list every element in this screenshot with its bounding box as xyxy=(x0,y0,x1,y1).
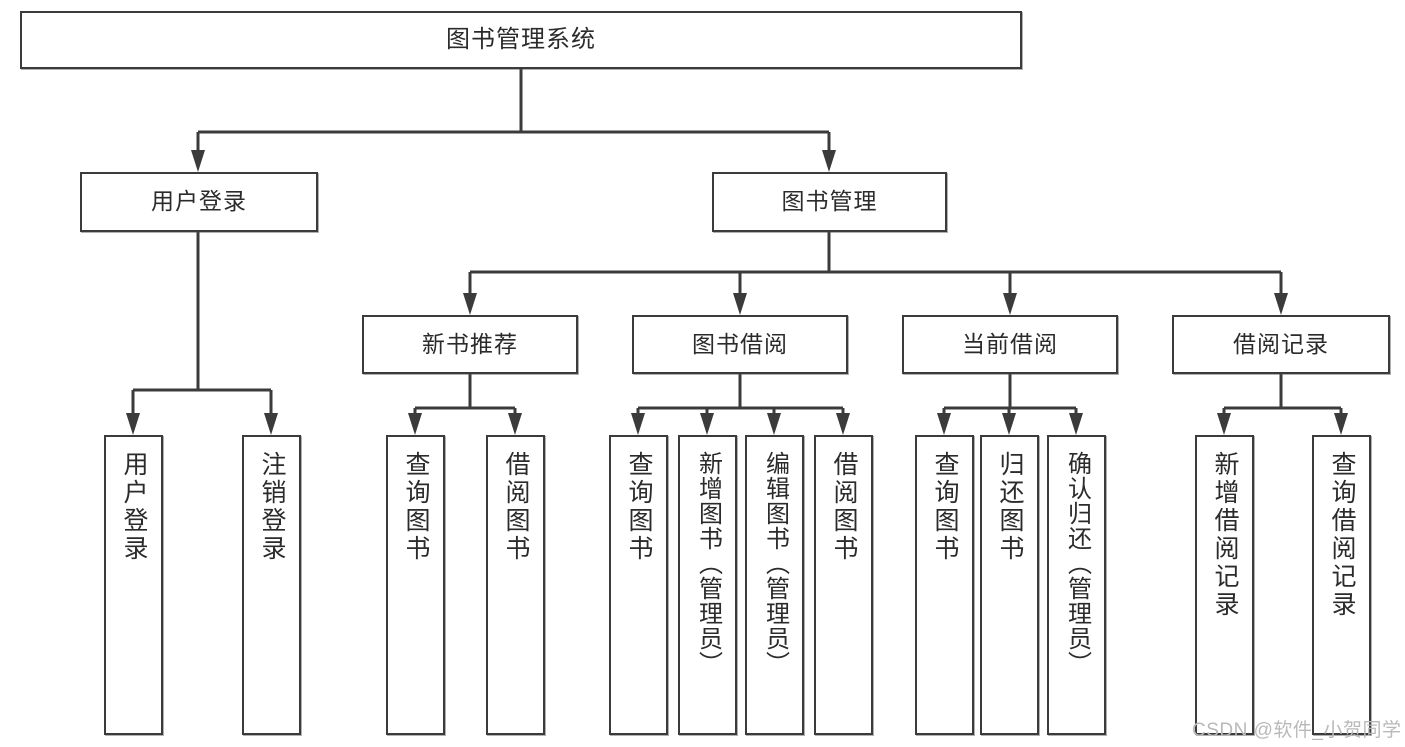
node-label: 用户登录 xyxy=(151,188,247,215)
node-leaf-return-book[interactable]: 归还图书 xyxy=(980,435,1039,735)
node-leaf-add-book[interactable]: 新增图书（管理员） xyxy=(678,435,737,735)
arrowhead-icon xyxy=(408,413,422,435)
arrowhead-icon xyxy=(733,293,747,315)
arrowhead-icon xyxy=(1217,413,1231,435)
node-label: 当前借阅 xyxy=(962,330,1058,357)
node-root[interactable]: 图书管理系统 xyxy=(20,11,1022,69)
csdn-watermark: CSDN @软件_小贺同学 xyxy=(1192,720,1402,741)
node-leaf-query-book-bor[interactable]: 查询图书 xyxy=(609,435,668,735)
node-label: 用户登录 xyxy=(120,451,148,563)
node-label: 查询图书 xyxy=(625,451,653,563)
arrowhead-icon xyxy=(700,413,714,435)
node-leaf-edit-book[interactable]: 编辑图书（管理员） xyxy=(745,435,804,735)
node-label: 借阅图书 xyxy=(830,451,858,563)
arrowhead-icon xyxy=(508,413,522,435)
node-label: 图书管理 xyxy=(781,188,878,215)
arrowhead-icon xyxy=(767,413,781,435)
node-label: 确认归还（管理员） xyxy=(1063,451,1091,676)
node-current-borrow[interactable]: 当前借阅 xyxy=(902,315,1118,374)
node-label: 图书借阅 xyxy=(692,330,788,357)
arrowhead-icon xyxy=(631,413,645,435)
node-label: 图书管理系统 xyxy=(446,25,596,53)
node-leaf-query-book-cur[interactable]: 查询图书 xyxy=(915,435,974,735)
node-label: 新书推荐 xyxy=(422,330,518,357)
node-book-borrow[interactable]: 图书借阅 xyxy=(632,315,848,374)
node-label: 查询图书 xyxy=(931,451,959,563)
node-leaf-query-borrow-record[interactable]: 查询借阅记录 xyxy=(1312,435,1371,735)
node-label: 新增借阅记录 xyxy=(1211,451,1239,619)
node-label: 查询图书 xyxy=(402,451,430,563)
arrowhead-icon xyxy=(191,150,205,172)
node-label: 新增图书（管理员） xyxy=(694,451,722,676)
node-user-login[interactable]: 用户登录 xyxy=(80,172,318,232)
arrowhead-icon xyxy=(1069,413,1083,435)
arrowhead-icon xyxy=(264,413,278,435)
node-borrow-record[interactable]: 借阅记录 xyxy=(1172,315,1390,374)
arrowhead-icon xyxy=(1002,413,1016,435)
arrowhead-icon xyxy=(126,413,140,435)
arrowhead-icon xyxy=(1334,413,1348,435)
node-label: 编辑图书（管理员） xyxy=(761,451,789,676)
node-leaf-logout[interactable]: 注销登录 xyxy=(242,435,301,735)
node-label: 注销登录 xyxy=(258,451,286,563)
node-leaf-borrow-book-bor[interactable]: 借阅图书 xyxy=(814,435,873,735)
node-book-manage[interactable]: 图书管理 xyxy=(712,172,947,232)
node-leaf-user-login[interactable]: 用户登录 xyxy=(104,435,163,735)
node-label: 借阅图书 xyxy=(502,451,530,563)
node-label: 归还图书 xyxy=(996,451,1024,563)
node-leaf-add-borrow-record[interactable]: 新增借阅记录 xyxy=(1195,435,1254,735)
arrowhead-icon xyxy=(836,413,850,435)
node-new-book-recommend[interactable]: 新书推荐 xyxy=(362,315,578,374)
arrowhead-icon xyxy=(937,413,951,435)
node-label: 借阅记录 xyxy=(1233,330,1329,357)
node-leaf-borrow-book-rec[interactable]: 借阅图书 xyxy=(486,435,545,735)
node-label: 查询借阅记录 xyxy=(1328,451,1356,619)
arrowhead-icon xyxy=(463,293,477,315)
arrowhead-icon xyxy=(1003,293,1017,315)
node-leaf-confirm-return[interactable]: 确认归还（管理员） xyxy=(1047,435,1106,735)
arrowhead-icon xyxy=(822,150,836,172)
node-leaf-query-book-rec[interactable]: 查询图书 xyxy=(386,435,445,735)
arrowhead-icon xyxy=(1274,293,1288,315)
